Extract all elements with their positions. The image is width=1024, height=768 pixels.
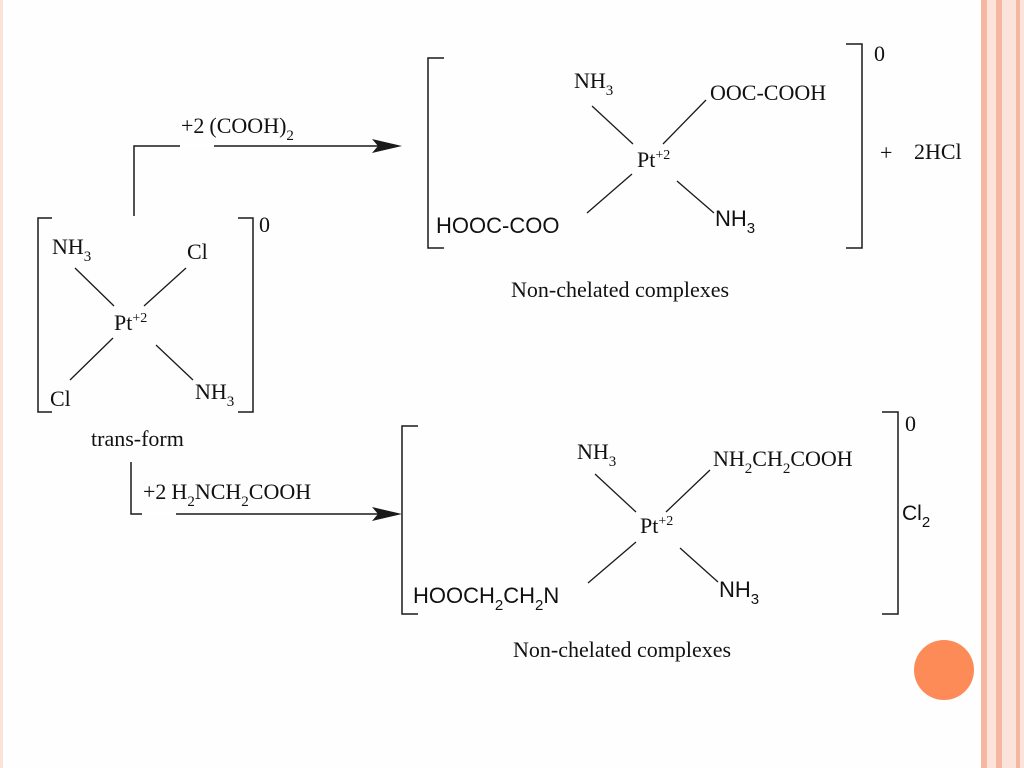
bond-product2-nh3-top [594, 473, 637, 513]
reaction2-arrow-head [372, 507, 402, 521]
bond-product1-nh3-bottom [676, 180, 715, 214]
reactant-caption: trans-form [91, 426, 184, 451]
product1-oxalate-bottom-left: HOOC-COO [436, 213, 559, 238]
product1-caption: Non-chelated complexes [511, 277, 729, 302]
reaction1-reagent: +2(COOH)2 [181, 113, 294, 144]
bond-product1-nh3-top [591, 105, 634, 145]
bond-reactant-nh3-bottom [155, 344, 194, 381]
bond-product1-oxalate-top [662, 99, 707, 145]
reactant-charge: 0 [259, 212, 270, 237]
product2-caption: Non-chelated complexes [513, 637, 731, 662]
product2-pt-center: Pt+2 [640, 513, 673, 538]
bond-product2-nh3-bottom [679, 547, 719, 583]
product1-left-bracket [427, 57, 444, 249]
reaction1-arrow-line [133, 145, 390, 216]
product1-oxalate-top-right: OOC-COOH [710, 80, 826, 105]
bond-product2-glycine-bottom [587, 541, 637, 584]
product1-complex: 0 NH3 OOC-COOH Pt+2 HOOC-COO NH3 + 2HCl … [427, 41, 962, 302]
reactant-nh3-top: NH3 [52, 234, 91, 265]
product1-byproduct-hcl: 2HCl [914, 139, 962, 164]
frame-band-inner [996, 0, 1002, 768]
reactant-complex: 0 NH3 Cl Pt+2 Cl NH3 trans-form [37, 212, 270, 451]
product2-charge: 0 [905, 411, 916, 436]
product1-nh3-top: NH3 [574, 68, 613, 99]
bond-reactant-cl-top [143, 267, 187, 307]
reactant-right-bracket [238, 217, 254, 413]
product2-nh3-top: NH3 [577, 439, 616, 470]
product2-right-bracket [882, 411, 899, 615]
bond-reactant-cl-bottom [69, 337, 114, 381]
frame-band-last [1016, 0, 1020, 768]
reaction1-arrow-head [372, 139, 402, 153]
bond-product2-glycine-top [665, 469, 711, 513]
reactant-cl-bottom: Cl [50, 386, 71, 411]
reactant-pt-center: Pt+2 [114, 310, 147, 335]
product1-pt-center: Pt+2 [637, 147, 670, 172]
frame-band-edge [1002, 0, 1024, 768]
product1-charge: 0 [874, 41, 885, 66]
product2-glycine-bottom-left: HOOCH2CH2N [413, 583, 559, 614]
product1-byproduct-plus: + [880, 140, 892, 165]
frame-left-edge [0, 0, 3, 768]
product2-left-bracket [401, 425, 418, 615]
product1-nh3-bottom: NH3 [715, 206, 755, 237]
product2-nh3-bottom: NH3 [719, 577, 759, 608]
product1-right-bracket [846, 43, 863, 249]
product2-counter-ion: Cl2 [902, 502, 930, 531]
product2-complex: 0 NH3 NH2CH2COOH Pt+2 HOOCH2CH2N NH3 Cl2… [401, 411, 930, 662]
accent-dot [914, 640, 974, 700]
bond-reactant-nh3-top [74, 267, 115, 307]
frame-band-light [987, 0, 996, 768]
product2-glycine-top-right: NH2CH2COOH [713, 446, 853, 477]
reaction2-arrow-line [130, 462, 390, 515]
reactant-cl-top: Cl [187, 239, 208, 264]
frame-band-outer [981, 0, 987, 768]
reactant-nh3-bottom: NH3 [195, 379, 234, 410]
bond-product1-oxalate-bottom [586, 173, 633, 214]
reactant-left-bracket [37, 217, 52, 413]
reaction1-arrow: +2(COOH)2 [133, 113, 402, 216]
